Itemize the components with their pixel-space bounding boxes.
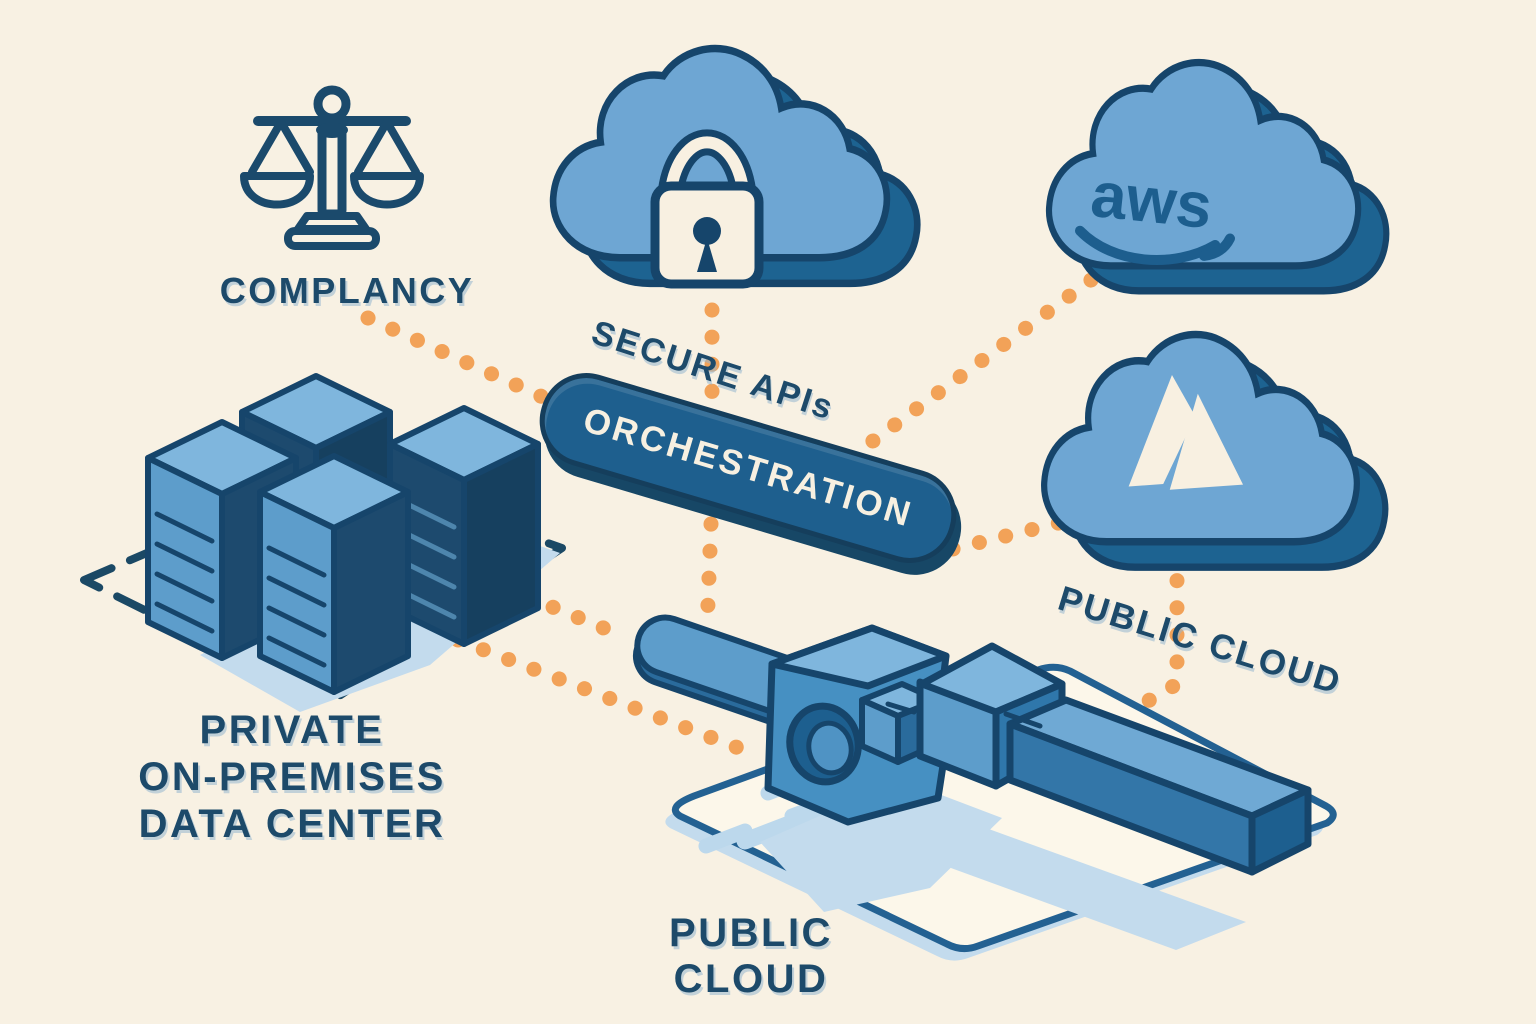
wrench-shadow	[760, 780, 1002, 912]
compliance-label: COMPLANCY	[219, 270, 475, 311]
lock-keyhole-stem	[697, 238, 717, 272]
scale-base	[284, 227, 380, 250]
scale-finial	[313, 85, 351, 123]
lock-icon	[650, 129, 764, 289]
lock-keyhole	[693, 217, 721, 245]
server-tower	[257, 453, 411, 695]
wrench-arm-shadow	[918, 828, 1246, 950]
private-dc-label-line2: ON-PREMISES	[138, 755, 446, 800]
connector-dc-document	[450, 632, 762, 762]
scale-right-strings	[354, 118, 420, 176]
private-dc-label: PRIVATE ON-PREMISES DATA CENTER	[138, 707, 446, 849]
connector-aws-orchestration	[850, 272, 1099, 460]
scale-left-strings	[248, 118, 314, 176]
azure-cloud-icon	[1044, 335, 1385, 568]
public-cloud-bottom-line1: PUBLIC	[669, 911, 833, 955]
aws-cloud-icon: aws	[1049, 63, 1386, 291]
scale-left-bowl	[240, 172, 314, 209]
wrench-blocks-on-document-icon	[632, 614, 1337, 961]
public-cloud-bottom-line2: CLOUD	[673, 957, 829, 1001]
wrench-head-top	[768, 624, 950, 690]
aws-smile-arrow-icon	[1074, 225, 1221, 265]
connector-orchestration-azure-wrench	[945, 508, 1185, 737]
wrench-detail-ticks	[885, 701, 1043, 729]
aws-logo: aws	[1074, 158, 1235, 265]
private-dc-label-line3: DATA CENTER	[138, 802, 446, 847]
public-cloud-bottom-label: PUBLIC CLOUD	[669, 910, 833, 1002]
scale-post	[317, 123, 347, 219]
server-racks-icon	[145, 373, 560, 712]
connector-compliance-orchestration	[360, 310, 553, 406]
scales-of-justice-icon	[240, 85, 424, 250]
scale-right-bowl	[350, 172, 424, 209]
aws-smile-arrow-tip	[1199, 233, 1235, 261]
connector-orchestration-wrench	[699, 516, 719, 638]
wrench-hole-inner	[806, 720, 854, 776]
lock-cloud-icon	[553, 49, 917, 289]
azure-logo-icon	[1128, 375, 1244, 490]
connector-dc-wrench-handle	[520, 589, 636, 646]
aws-logo-text: aws	[1088, 158, 1216, 242]
lock-shackle	[665, 136, 749, 196]
private-dc-label-line1: PRIVATE	[199, 708, 385, 753]
wrench-arm	[1006, 696, 1312, 876]
server-tower	[387, 405, 541, 647]
